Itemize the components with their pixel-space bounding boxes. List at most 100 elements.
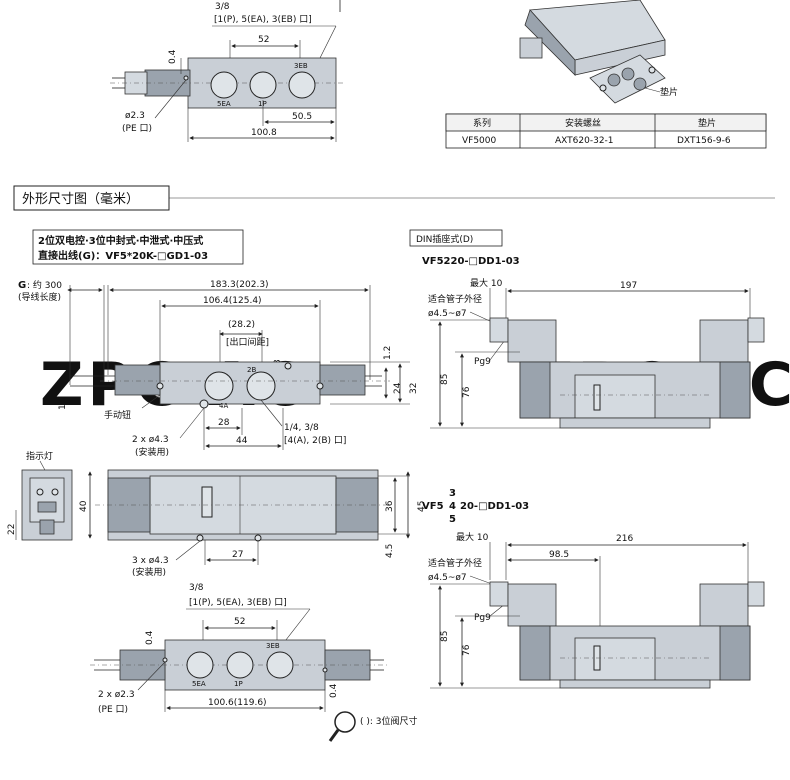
port-size2: 1/4, 3/8 <box>284 423 319 433</box>
bottom-pe-note: (PE 口) <box>98 705 128 715</box>
port-desc2: [4(A), 2(B) 口] <box>284 436 346 446</box>
din-d85b: 85 <box>440 631 450 642</box>
dim-282-note: [出口间距] <box>226 336 269 348</box>
table-cell-screw: AXT620-32-1 <box>555 136 614 146</box>
din-fit-a: 适合管子外径 <box>428 293 482 305</box>
left-top-view: 40 36 45 4.5 3 x ø4.3 (安装用) 27 <box>79 469 427 578</box>
manual-button-label: 手动钮 <box>104 409 131 421</box>
table-header-series: 系列 <box>473 117 491 129</box>
side-view: 指示灯 22 <box>7 450 73 541</box>
dim-40: 40 <box>79 500 89 512</box>
din-fit-range-b: ø4.5~ø7 <box>428 573 467 583</box>
table-cell-gasket: DXT156-9-6 <box>677 136 731 146</box>
din-fit-range-a: ø4.5~ø7 <box>428 309 467 319</box>
left-front-view: G : 约 300 (导线长度) 183.3(202.3) 106.4(125.… <box>18 279 419 458</box>
top-port-desc: [1(P), 5(EA), 3(EB) 口] <box>214 15 312 25</box>
top-pe-label: (PE 口) <box>122 124 152 134</box>
din-box <box>409 229 503 247</box>
bottom-pe: 2 x ø2.3 <box>98 690 135 700</box>
subtitle-line1: 2位双电控·3位中封式·中泄式·中压式 <box>38 234 203 247</box>
g-label: G <box>18 280 26 291</box>
top-dim-52: 52 <box>258 35 269 45</box>
table-header-screw: 安装螺丝 <box>565 117 601 129</box>
dim-1064: 106.4(125.4) <box>203 296 262 306</box>
section-title: 外形尺寸图（毫米） <box>22 191 139 207</box>
mount-holes: 2 x ø4.3 <box>132 435 169 445</box>
top-port-5ea: 5EA <box>217 100 231 108</box>
dim-36: 36 <box>385 500 395 512</box>
gasket-illustration: 垫片 <box>519 0 678 104</box>
dim-45: 45 <box>417 501 427 512</box>
din-d197: 197 <box>620 281 637 291</box>
din-model2-suffix: 20-□DD1-03 <box>460 501 529 512</box>
top-port-size: 3/8 <box>215 2 230 12</box>
din-d985: 98.5 <box>549 550 569 560</box>
din-max10a: 最大 10 <box>470 277 503 289</box>
dim-1833: 183.3(202.3) <box>210 280 269 290</box>
din-fit-b: 适合管子外径 <box>428 557 482 569</box>
din-model1: VF5220-□DD1-03 <box>422 256 520 267</box>
bottom-dim-1006: 100.6(119.6) <box>208 698 267 708</box>
subtitle-line2: 直接出线(G)：VF5*20K-□GD1-03 <box>38 249 208 262</box>
top-dim-1008: 100.8 <box>251 128 277 138</box>
bottom-port-3eb: 3EB <box>266 642 280 650</box>
din-max10b: 最大 10 <box>456 531 489 543</box>
top-dim-505: 50.5 <box>292 112 312 122</box>
top-dim-04: 0.4 <box>168 49 178 64</box>
dim-32: 32 <box>409 383 419 394</box>
left-bottom-view: 3/8 [1(P), 5(EA), 3(EB) 口] 52 3EB 5EA 1P… <box>90 583 390 715</box>
din-model2-b: 4 <box>449 501 456 512</box>
g-note: (导线长度) <box>18 291 61 303</box>
port-2b: 2B <box>247 366 256 374</box>
mount-note3: (安装用) <box>132 566 166 578</box>
din-d76a: 76 <box>462 386 472 398</box>
dim-282: (28.2) <box>228 320 255 330</box>
section-title-box <box>13 185 170 211</box>
top-port-3eb: 3EB <box>294 62 308 70</box>
dim-22: 22 <box>7 524 17 535</box>
bottom-dim-04b: 0.4 <box>329 683 339 698</box>
table-cell-series: VF5000 <box>462 136 497 146</box>
top-pe-dia: ø2.3 <box>125 111 145 121</box>
dim-27: 27 <box>232 550 243 560</box>
top-port-1p: 1P <box>258 100 267 108</box>
mount-holes3: 3 x ø4.3 <box>132 556 169 566</box>
legend: ( ): 3位阀尺寸 <box>328 711 418 742</box>
legend-note: ( ): 3位阀尺寸 <box>360 715 418 727</box>
dim-12b: 1.2 <box>383 346 393 360</box>
dim-45b: 4.5 <box>385 544 395 558</box>
din-model2: VF5 3 4 5 20-□DD1-03 <box>422 488 529 525</box>
mount-note: (安装用) <box>135 446 169 458</box>
din-d216: 216 <box>616 534 633 544</box>
g-text: : 约 300 <box>27 279 62 291</box>
dim-24: 24 <box>393 382 403 394</box>
port-4a: 4A <box>219 402 228 410</box>
din-d76b: 76 <box>462 644 472 656</box>
top-valve-drawing: 3/8 [1(P), 5(EA), 3(EB) 口] 52 3EB 5EA 1P… <box>110 0 345 142</box>
din-drawing-1: 最大 10 197 适合管子外径 ø4.5~ø7 Pg9 85 76 <box>428 277 765 429</box>
bottom-port-desc: [1(P), 5(EA), 3(EB) 口] <box>189 598 287 608</box>
din-d85a: 85 <box>440 374 450 385</box>
magnifier-icon <box>334 711 356 733</box>
din-pg9a: Pg9 <box>474 357 491 367</box>
din-model2-c: 5 <box>449 514 456 525</box>
table-header-gasket: 垫片 <box>698 117 716 129</box>
gasket-label: 垫片 <box>660 86 678 98</box>
bottom-port-5ea: 5EA <box>192 680 206 688</box>
din-box-label: DIN插座式(D) <box>416 233 473 245</box>
parts-table: 系列 安装螺丝 垫片 VF5000 AXT620-32-1 DXT156-9-6 <box>445 113 767 149</box>
indicator-label: 指示灯 <box>26 450 53 462</box>
bottom-dim-04a: 0.4 <box>145 630 155 645</box>
subtitle-box <box>32 229 244 265</box>
din-model2-prefix: VF5 <box>422 501 444 512</box>
bottom-port-size: 3/8 <box>189 583 204 593</box>
dim-44: 44 <box>236 436 248 446</box>
dim-28: 28 <box>218 418 230 428</box>
bottom-dim-52: 52 <box>234 617 245 627</box>
dim-12a: 1.2 <box>58 396 68 410</box>
din-model2-a: 3 <box>449 488 456 499</box>
din-pg9b: Pg9 <box>474 613 491 623</box>
din-drawing-2: 最大 10 216 98.5 适合管子外径 ø4.5~ø7 Pg9 85 76 <box>428 531 765 689</box>
bottom-port-1p: 1P <box>234 680 243 688</box>
